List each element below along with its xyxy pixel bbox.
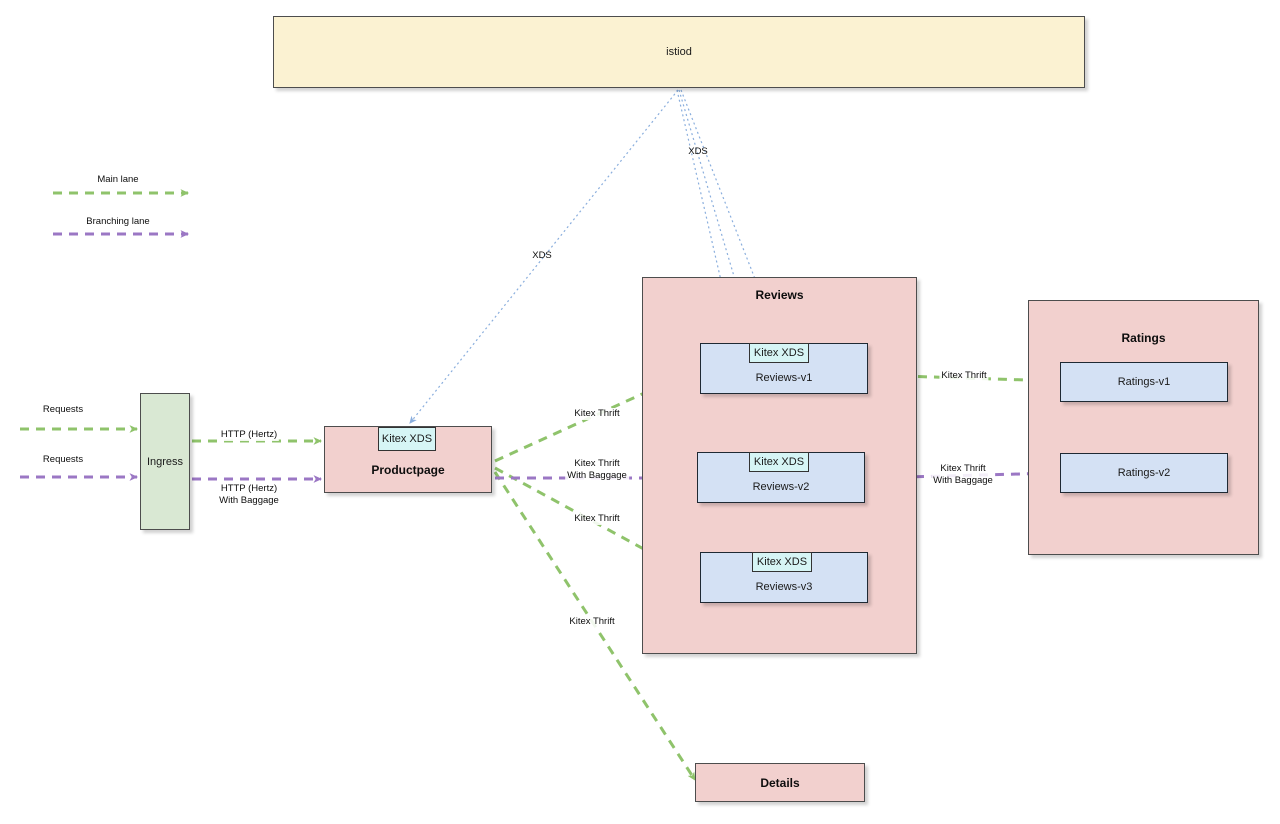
ratings-v2-label: Ratings-v2 <box>1117 467 1171 479</box>
reviews-group-title: Reviews <box>755 288 804 302</box>
reviews-v2-kitex-xds-label: Kitex XDS <box>753 456 805 468</box>
reviews-v3-kitex-xds-chip[interactable]: Kitex XDS <box>752 552 812 572</box>
edge-label-xds-right: XDS <box>688 146 708 157</box>
ratings-v1-node[interactable]: Ratings-v1 <box>1060 362 1228 402</box>
reviews-v3-label: Reviews-v3 <box>755 581 813 593</box>
edge-label-requests-branch: Requests <box>42 454 84 465</box>
reviews-v1-label: Reviews-v1 <box>755 372 813 384</box>
ingress-label: Ingress <box>146 455 184 468</box>
productpage-kitex-xds-chip[interactable]: Kitex XDS <box>378 427 436 451</box>
legend-label-branching-lane: Branching lane <box>86 216 150 227</box>
edge-label-xds-left: XDS <box>532 250 552 261</box>
edge-label-productpage-reviews-v1: Kitex Thrift <box>572 408 622 420</box>
reviews-v2-kitex-xds-chip[interactable]: Kitex XDS <box>749 452 809 472</box>
ratings-v1-label: Ratings-v1 <box>1117 376 1171 388</box>
edge-label-productpage-reviews-v2: Kitex Thrift With Baggage <box>565 458 629 482</box>
edge-label-http-hertz-baggage: HTTP (Hertz) With Baggage <box>217 483 281 507</box>
productpage-kitex-xds-label: Kitex XDS <box>381 433 433 445</box>
reviews-v3-node[interactable]: Reviews-v3 <box>700 552 868 603</box>
ingress-node[interactable]: Ingress <box>140 393 190 530</box>
reviews-v1-kitex-xds-chip[interactable]: Kitex XDS <box>749 343 809 363</box>
edge-label-http-hertz: HTTP (Hertz) <box>218 429 280 441</box>
istiod-label: istiod <box>666 46 692 58</box>
edge-label-requests-main: Requests <box>42 404 84 415</box>
reviews-v3-kitex-xds-label: Kitex XDS <box>756 556 808 568</box>
edge-label-productpage-details: Kitex Thrift <box>567 616 617 628</box>
ratings-group: Ratings <box>1028 300 1259 555</box>
productpage-label: Productpage <box>371 462 445 477</box>
ratings-v2-node[interactable]: Ratings-v2 <box>1060 453 1228 493</box>
edge-label-reviews-v2-ratings-v2: Kitex Thrift With Baggage <box>931 463 995 487</box>
reviews-v1-kitex-xds-label: Kitex XDS <box>753 347 805 359</box>
ratings-group-title: Ratings <box>1121 331 1166 345</box>
edge-label-productpage-reviews-v3: Kitex Thrift <box>572 513 622 525</box>
reviews-v2-label: Reviews-v2 <box>752 481 810 493</box>
details-node[interactable]: Details <box>695 763 865 802</box>
istiod-node[interactable]: istiod <box>273 16 1085 88</box>
legend-label-main-lane: Main lane <box>97 174 139 185</box>
edge-label-reviews-v1-ratings-v1: Kitex Thrift <box>939 370 989 382</box>
details-label: Details <box>760 775 800 790</box>
